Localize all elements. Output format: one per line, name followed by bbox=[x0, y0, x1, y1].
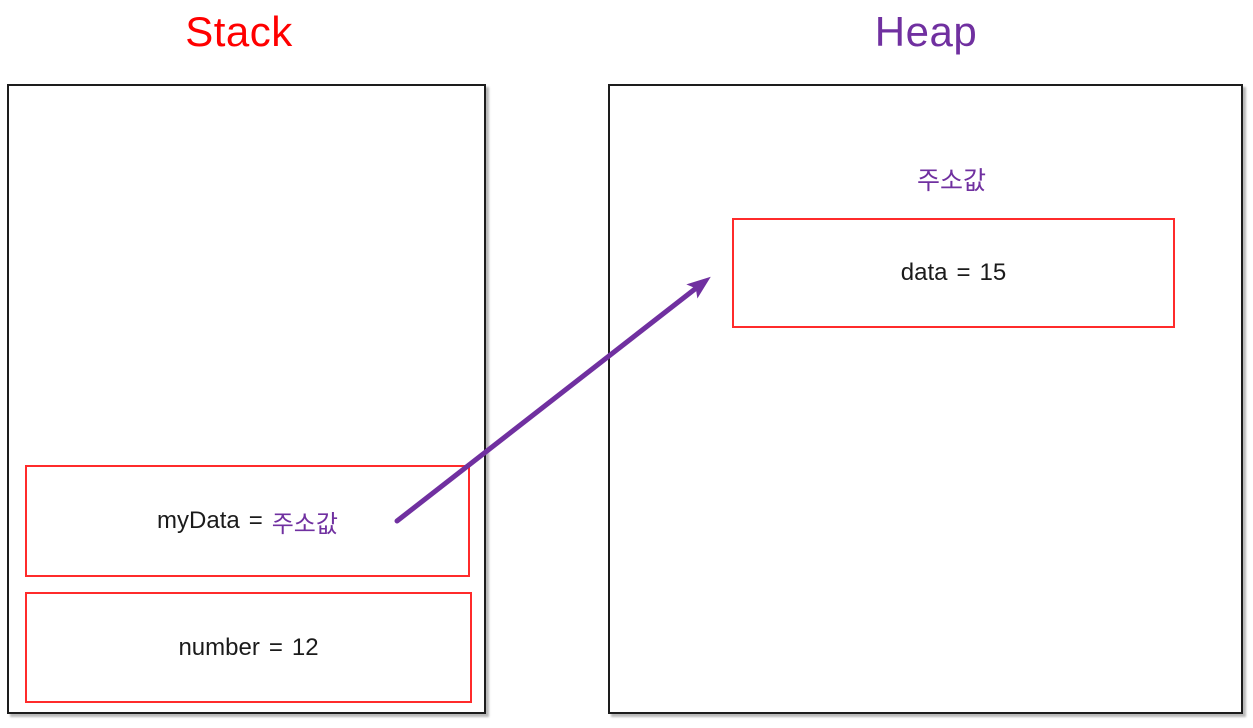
variable-value: 15 bbox=[979, 259, 1007, 286]
variable-name: number bbox=[178, 633, 260, 661]
stack-region: myData = 주소값 number = 12 bbox=[7, 84, 486, 714]
heap-title: Heap bbox=[874, 8, 978, 55]
heap-address-label: 주소값 bbox=[916, 167, 986, 195]
stack-frame-number: number = 12 bbox=[25, 592, 472, 703]
equals-sign: = bbox=[268, 633, 283, 661]
heap-object-data: data = 15 bbox=[732, 218, 1175, 328]
stack-frame-mydata: myData = 주소값 bbox=[25, 465, 470, 577]
heap-region: 주소값 data = 15 bbox=[608, 84, 1243, 714]
equals-sign: = bbox=[248, 507, 263, 534]
equals-sign: = bbox=[956, 259, 971, 286]
variable-name: data bbox=[900, 259, 948, 286]
pointer-value: 주소값 bbox=[271, 510, 338, 538]
stack-title: Stack bbox=[185, 8, 293, 55]
variable-value: 12 bbox=[291, 633, 319, 661]
variable-name: myData bbox=[157, 507, 240, 534]
